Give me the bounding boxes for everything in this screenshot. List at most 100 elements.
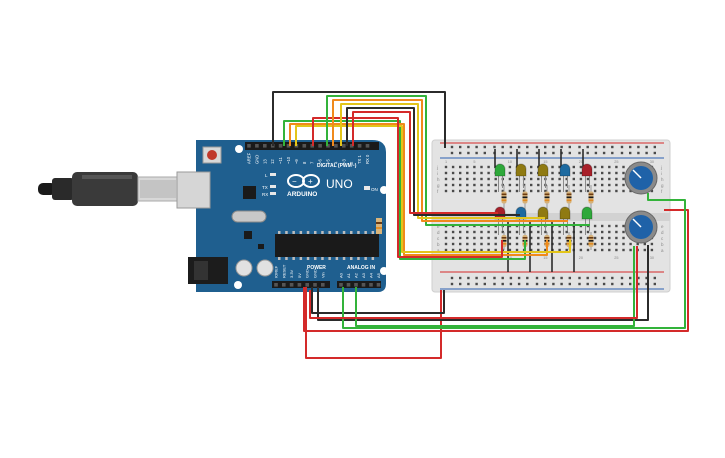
breadboard-hole[interactable] bbox=[629, 248, 632, 252]
breadboard-hole[interactable] bbox=[579, 183, 583, 187]
led[interactable] bbox=[537, 163, 549, 177]
breadboard-hole[interactable] bbox=[515, 236, 519, 240]
breadboard-hole[interactable] bbox=[473, 242, 476, 246]
breadboard-hole[interactable] bbox=[622, 171, 625, 175]
breadboard-hole[interactable] bbox=[565, 248, 568, 252]
breadboard-hole[interactable] bbox=[444, 248, 448, 252]
breadboard-hole[interactable] bbox=[537, 183, 540, 187]
breadboard-hole[interactable] bbox=[480, 236, 483, 240]
rail-hole[interactable] bbox=[544, 282, 547, 286]
breadboard-hole[interactable] bbox=[551, 165, 554, 169]
breadboard-hole[interactable] bbox=[508, 177, 512, 181]
breadboard-hole[interactable] bbox=[487, 236, 490, 240]
breadboard-hole[interactable] bbox=[629, 242, 632, 246]
breadboard-hole[interactable] bbox=[501, 230, 504, 234]
breadboard-hole[interactable] bbox=[515, 183, 519, 187]
rail-hole[interactable] bbox=[653, 145, 656, 149]
rail-hole[interactable] bbox=[475, 276, 478, 280]
breadboard-hole[interactable] bbox=[508, 230, 512, 234]
analog-pin-hole[interactable] bbox=[346, 283, 351, 287]
breadboard-hole[interactable] bbox=[530, 189, 533, 193]
breadboard-hole[interactable] bbox=[451, 189, 455, 193]
breadboard-hole[interactable] bbox=[466, 183, 469, 187]
rail-hole[interactable] bbox=[475, 145, 478, 149]
rail-hole[interactable] bbox=[467, 151, 470, 155]
breadboard-hole[interactable] bbox=[558, 242, 561, 246]
rail-hole[interactable] bbox=[517, 145, 521, 149]
breadboard-hole[interactable] bbox=[487, 183, 490, 187]
breadboard-hole[interactable] bbox=[615, 224, 618, 228]
rail-hole[interactable] bbox=[637, 282, 640, 286]
breadboard-hole[interactable] bbox=[615, 248, 618, 252]
rail-hole[interactable] bbox=[620, 282, 624, 286]
breadboard-hole[interactable] bbox=[451, 183, 455, 187]
breadboard-hole[interactable] bbox=[593, 236, 597, 240]
breadboard-hole[interactable] bbox=[508, 242, 512, 246]
breadboard-hole[interactable] bbox=[622, 224, 625, 228]
analog-pin-hole[interactable] bbox=[354, 283, 358, 287]
breadboard-hole[interactable] bbox=[601, 171, 604, 175]
breadboard-hole[interactable] bbox=[515, 242, 519, 246]
breadboard-hole[interactable] bbox=[622, 183, 625, 187]
breadboard-hole[interactable] bbox=[558, 171, 561, 175]
rail-hole[interactable] bbox=[552, 145, 555, 149]
led[interactable] bbox=[537, 206, 549, 220]
breadboard-hole[interactable] bbox=[558, 165, 561, 169]
rail-hole[interactable] bbox=[602, 282, 606, 286]
breadboard-hole[interactable] bbox=[473, 171, 476, 175]
breadboard-hole[interactable] bbox=[579, 165, 583, 169]
rail-hole[interactable] bbox=[450, 276, 454, 280]
rail-hole[interactable] bbox=[560, 145, 563, 149]
rail-hole[interactable] bbox=[586, 151, 589, 155]
led[interactable] bbox=[581, 206, 593, 220]
rail-hole[interactable] bbox=[552, 151, 555, 155]
led[interactable] bbox=[494, 163, 506, 177]
breadboard-hole[interactable] bbox=[508, 183, 512, 187]
breadboard-hole[interactable] bbox=[565, 177, 568, 181]
breadboard-hole[interactable] bbox=[601, 183, 604, 187]
rail-hole[interactable] bbox=[501, 145, 504, 149]
rail-hole[interactable] bbox=[578, 276, 581, 280]
breadboard-hole[interactable] bbox=[537, 177, 540, 181]
breadboard-hole[interactable] bbox=[522, 183, 526, 187]
breadboard-hole[interactable] bbox=[608, 183, 611, 187]
breadboard-hole[interactable] bbox=[572, 177, 575, 181]
breadboard-hole[interactable] bbox=[444, 230, 448, 234]
breadboard-hole[interactable] bbox=[480, 189, 483, 193]
rail-hole[interactable] bbox=[509, 276, 513, 280]
rail-hole[interactable] bbox=[586, 282, 589, 286]
breadboard-hole[interactable] bbox=[466, 165, 469, 169]
breadboard-hole[interactable] bbox=[501, 189, 504, 193]
rail-hole[interactable] bbox=[586, 276, 589, 280]
breadboard-hole[interactable] bbox=[530, 236, 533, 240]
breadboard-hole[interactable] bbox=[650, 189, 654, 193]
rail-hole[interactable] bbox=[645, 276, 648, 280]
breadboard-hole[interactable] bbox=[586, 177, 590, 181]
breadboard-hole[interactable] bbox=[466, 177, 469, 181]
breadboard-hole[interactable] bbox=[593, 224, 597, 228]
breadboard-hole[interactable] bbox=[622, 165, 625, 169]
breadboard-hole[interactable] bbox=[459, 242, 462, 246]
rail-hole[interactable] bbox=[493, 145, 496, 149]
breadboard-hole[interactable] bbox=[494, 236, 497, 240]
rail-hole[interactable] bbox=[602, 276, 606, 280]
digital-pin-hole[interactable] bbox=[342, 144, 346, 148]
breadboard-hole[interactable] bbox=[459, 248, 462, 252]
breadboard-hole[interactable] bbox=[579, 171, 583, 175]
breadboard-hole[interactable] bbox=[608, 224, 611, 228]
power-pin-hole[interactable] bbox=[289, 283, 294, 287]
breadboard-hole[interactable] bbox=[480, 248, 483, 252]
breadboard-hole[interactable] bbox=[522, 177, 526, 181]
digital-pin-hole[interactable] bbox=[349, 144, 354, 148]
rail-hole[interactable] bbox=[653, 151, 656, 155]
breadboard-hole[interactable] bbox=[459, 230, 462, 234]
breadboard-hole[interactable] bbox=[480, 183, 483, 187]
potentiometer-bottom[interactable] bbox=[624, 210, 658, 244]
digital-pin-hole[interactable] bbox=[247, 144, 251, 148]
breadboard-hole[interactable] bbox=[473, 248, 476, 252]
rail-hole[interactable] bbox=[526, 151, 529, 155]
breadboard-hole[interactable] bbox=[487, 248, 490, 252]
breadboard-hole[interactable] bbox=[444, 177, 448, 181]
rail-hole[interactable] bbox=[645, 282, 648, 286]
led[interactable] bbox=[494, 206, 506, 220]
